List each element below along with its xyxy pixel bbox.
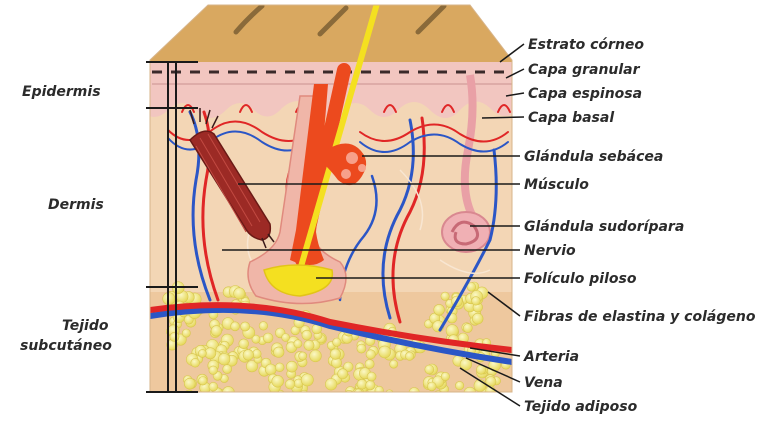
- fat-cell: [191, 358, 200, 367]
- fat-cell: [338, 369, 348, 379]
- fat-cell: [184, 378, 195, 389]
- fat-cell: [294, 340, 302, 348]
- fat-cell: [191, 393, 202, 404]
- fat-cell: [375, 386, 384, 395]
- label-arteria: Arteria: [523, 349, 579, 365]
- fat-cell: [424, 393, 436, 405]
- fat-cell: [299, 352, 307, 360]
- fat-cell: [272, 375, 284, 387]
- label-dermis: Dermis: [48, 197, 104, 213]
- fat-cell: [423, 396, 434, 407]
- fat-cell: [301, 374, 313, 386]
- fat-cell: [427, 382, 436, 391]
- fat-cell: [241, 322, 250, 331]
- fat-cell: [365, 359, 374, 368]
- fat-cell: [234, 288, 245, 299]
- fat-cell: [415, 393, 426, 404]
- label-musculo: Músculo: [524, 177, 589, 193]
- fat-cell: [434, 304, 445, 315]
- label-subcutaneo-2: subcutáneo: [20, 338, 112, 354]
- fat-cell: [390, 360, 398, 368]
- fat-cell: [325, 379, 337, 391]
- fat-cell: [472, 313, 483, 324]
- label-fibras: Fibras de elastina y colágeno: [524, 309, 756, 325]
- fat-cell: [303, 395, 312, 404]
- fat-cell: [275, 363, 284, 372]
- fat-cell: [263, 333, 273, 343]
- fat-cell: [239, 339, 249, 349]
- fat-cell: [372, 401, 382, 411]
- fat-cell: [441, 372, 449, 380]
- fat-cell: [360, 405, 370, 415]
- fat-cell: [273, 347, 284, 358]
- fat-cell: [211, 326, 222, 337]
- label-estrato-corneo: Estrato córneo: [528, 37, 644, 53]
- fat-cell: [380, 397, 392, 409]
- fat-cell: [385, 390, 393, 398]
- label-glandula-sebacea: Glándula sebácea: [524, 149, 663, 165]
- fat-cell: [299, 399, 310, 410]
- fat-cell: [285, 379, 295, 389]
- fat-cell: [366, 381, 375, 390]
- label-capa-basal: Capa basal: [528, 110, 614, 126]
- fat-cell: [199, 377, 208, 386]
- label-vena: Vena: [524, 375, 563, 391]
- fat-cell: [333, 338, 341, 346]
- fat-cell: [182, 329, 190, 337]
- fat-cell: [259, 322, 268, 331]
- fat-cell: [231, 322, 240, 331]
- fat-cell: [372, 396, 383, 407]
- label-capa-granular: Capa granular: [528, 62, 641, 78]
- fat-cell: [286, 361, 297, 372]
- fat-cell: [405, 352, 413, 360]
- fat-cell: [366, 350, 375, 359]
- fat-cell: [265, 364, 276, 375]
- fat-cell: [409, 388, 420, 399]
- fat-cell: [302, 330, 312, 340]
- fat-cell: [425, 365, 434, 374]
- fat-cell: [472, 297, 481, 306]
- fat-cell: [349, 399, 359, 409]
- label-capa-espinosa: Capa espinosa: [528, 86, 642, 102]
- fat-cell: [209, 382, 218, 391]
- fat-cell: [198, 349, 206, 357]
- fat-cell: [367, 372, 376, 381]
- label-tejido-adiposo: Tejido adiposo: [524, 399, 638, 415]
- fat-cell: [170, 332, 179, 341]
- label-epidermis: Epidermis: [22, 84, 101, 100]
- fat-cell: [209, 366, 218, 375]
- fat-cell: [302, 395, 311, 404]
- fat-cell: [361, 404, 371, 414]
- fat-cell: [275, 395, 286, 406]
- fat-cell: [282, 334, 290, 342]
- fat-cell: [455, 381, 463, 389]
- fat-cell: [464, 387, 476, 399]
- fat-cell: [243, 350, 254, 361]
- label-subcutaneo-1: Tejido: [62, 318, 109, 334]
- fat-cell: [304, 340, 314, 350]
- label-glandula-sudoripara: Glándula sudorípara: [524, 219, 684, 235]
- fat-cell: [379, 346, 391, 358]
- fat-cell: [354, 389, 362, 397]
- fat-cell: [295, 392, 305, 402]
- label-nervio: Nervio: [524, 243, 576, 259]
- label-foliculo-piloso: Folículo piloso: [524, 271, 637, 287]
- fat-cell: [441, 292, 449, 300]
- fat-cell: [223, 365, 232, 374]
- fat-cell: [300, 390, 309, 399]
- fat-cell: [357, 344, 366, 353]
- fat-cell: [310, 350, 322, 362]
- fat-cell: [218, 353, 230, 365]
- fat-cell: [330, 349, 341, 360]
- fat-cell: [222, 387, 234, 399]
- fat-cell: [463, 324, 472, 333]
